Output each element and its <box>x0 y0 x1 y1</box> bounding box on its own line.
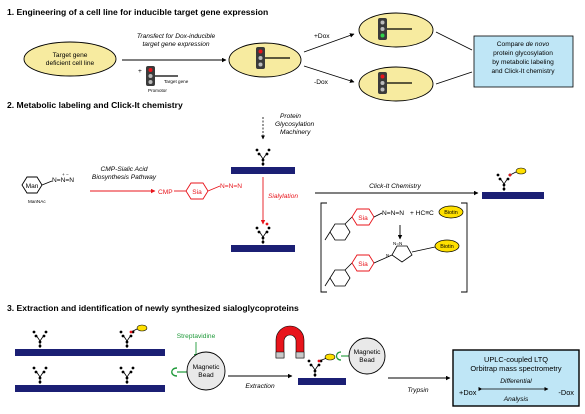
target-gene-label: Target gene <box>164 79 189 84</box>
pathway-label-2: Biosynthesis Pathway <box>92 174 157 181</box>
connector-top <box>435 31 473 51</box>
streptavidine-cup-2 <box>335 351 342 361</box>
streptavidine-cup <box>171 367 178 377</box>
ms-box <box>452 349 580 407</box>
cell-line-ellipse <box>23 41 117 77</box>
minus-dox-arrow <box>303 65 355 83</box>
glycan-captured <box>307 359 323 378</box>
middle-construct <box>256 47 290 69</box>
svg-text:N: N <box>386 253 389 258</box>
triazole-ring <box>391 245 413 263</box>
plus-dox-arrow <box>303 33 355 53</box>
azide-label: N=N=N <box>52 177 74 184</box>
transfect-label-1: Transfect for Dox-inducible <box>137 33 216 40</box>
bracket-left <box>320 202 327 293</box>
sia-label: Sia <box>192 189 202 196</box>
biotin-tag-s3 <box>136 324 148 332</box>
bead-1-label-1: Magnetic <box>193 364 220 371</box>
pathway-label-1: CMP-Sialic Acid <box>100 166 147 173</box>
membrane-captured <box>298 378 346 385</box>
glycan-labeled <box>496 173 512 192</box>
plus-dox-label: +Dox <box>314 33 330 40</box>
sia-label-3: Sia <box>358 261 368 268</box>
biotin-label-1: Biotin <box>444 210 458 216</box>
glycan-s3-4 <box>119 366 135 385</box>
bead-1-label-2: Bead <box>198 372 214 379</box>
promotor-construct <box>146 66 178 86</box>
section-2-title: 2. Metabolic labeling and Click-It chemi… <box>7 100 183 110</box>
cmp-label: CMP <box>158 189 173 196</box>
minus-dox-construct <box>378 72 412 94</box>
biotin-tag-labeled <box>515 167 527 175</box>
ms-plus-dox: +Dox <box>459 388 477 397</box>
machinery-label-3: Machinery <box>280 129 311 136</box>
glycan-upper <box>255 148 271 167</box>
cyclohexane-2 <box>329 269 351 287</box>
magnetic-bead-2 <box>348 337 386 375</box>
sia-label-2: Sia <box>358 215 368 222</box>
mannac-bond <box>41 180 53 186</box>
ms-line-2: Orbitrap mass spectrometry <box>470 364 561 373</box>
azide-label-2: N=N=N <box>382 210 404 217</box>
minus-dox-cell-ellipse <box>358 66 434 102</box>
sialic-acid-dot <box>265 222 269 226</box>
svg-text:N=N: N=N <box>393 241 402 246</box>
membrane-labeled <box>482 192 544 199</box>
glycan-lower <box>255 226 271 245</box>
section-1-title: 1. Engineering of a cell line for induci… <box>7 7 268 17</box>
membrane-upper <box>231 167 295 174</box>
glycan-s3-3 <box>32 366 48 385</box>
section-3-title: 3. Extraction and identification of newl… <box>7 303 299 313</box>
sialylation-label: Sialylation <box>268 193 298 200</box>
machinery-label-1: Protein <box>280 113 301 120</box>
click-it-label: Click-It Chemistry <box>369 183 421 190</box>
compare-line-2: protein glycosylation <box>493 50 553 57</box>
minus-dox-label: -Dox <box>314 79 329 86</box>
cell-line-label-1: Target gene <box>53 52 88 59</box>
machinery-label-2: Glycosylation <box>275 121 315 128</box>
ms-minus-dox: -Dox <box>558 388 574 397</box>
transfect-label-2: target gene expression <box>142 41 209 48</box>
analysis-label: Analysis <box>503 396 529 403</box>
compare-line-3: by metabolic labeling <box>492 59 554 66</box>
sia-azide: N=N=N <box>220 183 242 190</box>
compare-box <box>473 35 574 88</box>
differential-label: Differential <box>500 378 532 385</box>
azide-charge: + − <box>62 172 69 177</box>
glycan-s3-2 <box>119 330 135 349</box>
promotor-label: Promotor <box>148 88 167 93</box>
bead-2-label-2: Bead <box>359 357 375 364</box>
biotin-label-2: Biotin <box>440 244 454 250</box>
plus-dox-construct <box>378 18 412 40</box>
membrane-s3-top <box>15 349 165 356</box>
membrane-lower <box>231 245 295 252</box>
magnetic-bead-1 <box>186 351 226 391</box>
magnet-icon <box>275 325 305 359</box>
alkyne-label: + HC≡C <box>410 210 434 217</box>
plus-sign: + <box>138 68 142 75</box>
compare-line-4: and Click-It chemistry <box>491 68 555 75</box>
membrane-s3-bottom <box>15 385 165 392</box>
bead-2-label-1: Magnetic <box>354 349 381 356</box>
biotin-ellipse-1 <box>438 205 464 219</box>
man-label: Man <box>26 183 39 190</box>
mannac-label: ManNAc <box>28 199 46 204</box>
biotin-ellipse-2 <box>434 239 460 253</box>
cell-line-label-2: deficient cell line <box>46 60 95 67</box>
biotin-tag-captured <box>324 353 336 361</box>
glycan-s3-1 <box>32 330 48 349</box>
ms-line-1: UPLC-coupled LTQ <box>484 355 548 364</box>
sia-bond <box>207 185 221 192</box>
bracket-right <box>461 202 468 293</box>
connector-bottom <box>435 71 473 85</box>
streptavidine-label: Streptavidine <box>177 333 216 340</box>
plus-dox-cell-ellipse <box>358 12 434 48</box>
compare-line-1: Compare de novo <box>497 41 550 48</box>
trypsin-label: Trypsin <box>407 387 428 394</box>
cyclohexane-1 <box>329 223 351 241</box>
extraction-label: Extraction <box>245 383 275 390</box>
